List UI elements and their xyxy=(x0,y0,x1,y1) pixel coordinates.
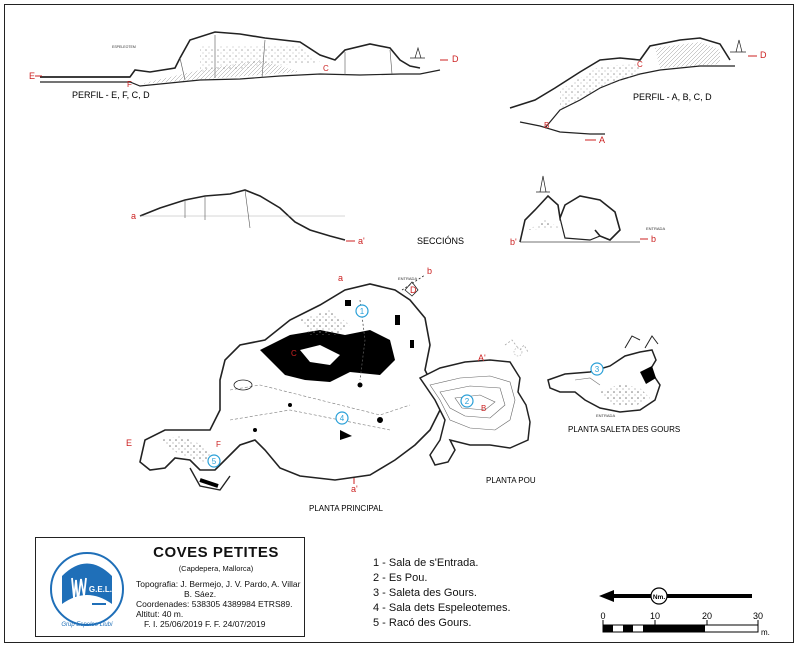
title-plan-saleta: PLANTA SALETA DES GOURS xyxy=(568,425,680,434)
svg-text:ESPELEOTEM: ESPELEOTEM xyxy=(112,45,136,49)
map-frame xyxy=(4,4,794,643)
room-number-5: 5 xyxy=(207,454,221,468)
marker-F-plan: F xyxy=(216,440,221,449)
marker-a-prime-plan: a' xyxy=(351,484,358,494)
scale-tick-20: 20 xyxy=(702,611,712,621)
credits-dates: F. I. 25/06/2019 F. F. 24/07/2019 xyxy=(144,619,266,629)
plan-saleta: 3 ENTRADA PLANTA SALETA DES GOURS xyxy=(547,335,680,434)
marker-E-plan: E xyxy=(126,438,132,448)
svg-text:ENTRADA: ENTRADA xyxy=(646,226,665,231)
marker-B: B xyxy=(544,121,549,130)
title-profile-efcd: PERFIL - E, F, C, D xyxy=(72,90,150,100)
marker-a-prime: a' xyxy=(358,236,365,246)
map-subtitle: (Capdepera, Mallorca) xyxy=(178,564,254,573)
marker-C-plan: C xyxy=(291,349,297,358)
legend-item: 3 - Saleta des Gours. xyxy=(373,587,477,599)
marker-b-prime: b' xyxy=(510,237,517,247)
marker-D-2: D xyxy=(760,50,767,60)
marker-a-plan: a xyxy=(338,273,343,283)
title-seccions: SECCIÓNS xyxy=(417,236,464,246)
north-arrow-icon xyxy=(650,587,668,605)
marker-D-plan: D xyxy=(410,285,417,295)
svg-text:1: 1 xyxy=(360,307,365,316)
marker-a: a xyxy=(131,211,136,221)
scale-unit: m. xyxy=(761,628,770,637)
scale-tick-10: 10 xyxy=(650,611,660,621)
gell-logo-icon: G.E.L.L. Grup Espeleo Llubí xyxy=(50,552,124,628)
marker-A-prime: A' xyxy=(478,353,486,363)
legend-item: 1 - Sala de s'Entrada. xyxy=(373,557,479,569)
svg-text:G.E.L.L.: G.E.L.L. xyxy=(89,585,119,594)
svg-text:5: 5 xyxy=(212,457,217,466)
plan-main: a b D C E F a' ENTRADA 1 4 5 PLANTA PRIN… xyxy=(126,266,441,513)
marker-C-2: C xyxy=(637,60,643,69)
section-b: b' b ENTRADA xyxy=(510,175,665,247)
legend-item: 4 - Sala dets Espeleotemes. xyxy=(373,602,511,614)
marker-b-plan: b xyxy=(427,266,432,276)
svg-text:2: 2 xyxy=(465,397,470,406)
legend-item: 5 - Racó des Gours. xyxy=(373,617,472,629)
svg-text:Grup Espeleo Llubí: Grup Espeleo Llubí xyxy=(61,622,114,628)
marker-D: D xyxy=(452,54,459,64)
marker-E: E xyxy=(29,71,35,81)
scale-tick-30: 30 xyxy=(753,611,763,621)
map-title: COVES PETITES xyxy=(153,544,279,561)
marker-F: F xyxy=(127,80,132,89)
room-legend: 1 - Sala de s'Entrada. 2 - Es Pou. 3 - S… xyxy=(373,556,511,631)
room-number-1: 1 xyxy=(355,304,369,318)
svg-text:Nm.: Nm. xyxy=(653,594,665,601)
room-number-4: 4 xyxy=(335,411,349,425)
title-profile-abcd: PERFIL - A, B, C, D xyxy=(633,92,712,102)
svg-text:3: 3 xyxy=(595,365,600,374)
marker-B-plan: B xyxy=(481,404,486,413)
scale-bar: Nm. 0 10 20 30 m. xyxy=(599,587,770,637)
credits-topografia-2: B. Sáez. xyxy=(184,589,217,599)
credits-altitut: Altitut: 40 m. xyxy=(136,609,184,619)
svg-text:ENTRADA: ENTRADA xyxy=(596,413,615,418)
section-a: a a' SECCIÓNS xyxy=(131,189,464,246)
profile-abcd: B A C D PERFIL - A, B, C, D xyxy=(509,37,767,145)
marker-A: A xyxy=(599,135,605,145)
legend-item: 2 - Es Pou. xyxy=(373,572,428,584)
credits-coordenades: Coordenades: 538305 4389984 ETRS89. xyxy=(136,599,293,609)
title-plan-pou: PLANTA POU xyxy=(486,476,536,485)
scale-tick-0: 0 xyxy=(600,611,605,621)
plan-pou: A' B 2 PLANTA POU xyxy=(418,339,536,485)
marker-b: b xyxy=(651,234,656,244)
svg-text:4: 4 xyxy=(340,414,345,423)
room-number-2: 2 xyxy=(460,394,474,408)
title-plan-main: PLANTA PRINCIPAL xyxy=(309,504,384,513)
profile-efcd: E F C D ESPELEOTEM PERFIL - E, F, C, D xyxy=(29,31,459,100)
room-number-3: 3 xyxy=(590,362,604,376)
marker-C: C xyxy=(323,64,329,73)
svg-text:ENTRADA: ENTRADA xyxy=(398,276,417,281)
title-block: G.E.L.L. Grup Espeleo Llubí COVES PETITE… xyxy=(35,537,305,637)
credits-topografia: Topografia: J. Bermejo, J. V. Pardo, A. … xyxy=(136,579,301,589)
